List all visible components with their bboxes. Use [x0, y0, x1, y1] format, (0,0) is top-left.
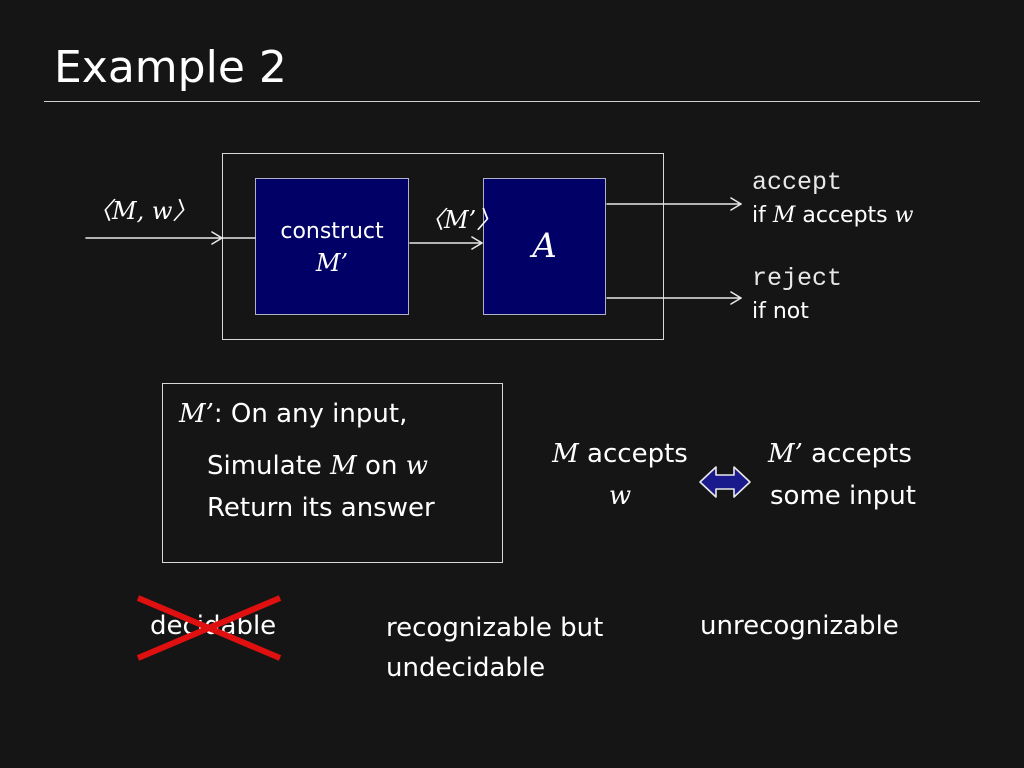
slide-title: Example 2: [54, 42, 287, 93]
reduction-machine-box: [222, 153, 664, 340]
double-arrow-icon: [699, 466, 751, 498]
step1-var: w: [405, 451, 428, 481]
accept-output-label: accept: [752, 168, 843, 197]
description-step-simulate: Simulate M on w: [207, 448, 428, 484]
description-machine: M’: [179, 399, 214, 429]
construct-machine-label: M’: [315, 249, 349, 277]
accept-condition-machine: M: [772, 203, 796, 228]
machine-description-box: [162, 383, 503, 563]
equivalence-right-statement: M’ accepts: [768, 436, 912, 472]
equivalence-left-statement: M accepts: [540, 436, 700, 472]
category-recognizable-line1: recognizable but: [386, 613, 604, 643]
construct-label: construct: [280, 219, 384, 244]
encoded-machine-label: 〈M’〉: [420, 206, 501, 234]
category-recognizable-undecidable: recognizable but undecidable: [386, 608, 646, 688]
accept-condition-var: w: [894, 203, 914, 228]
description-title-rest: : On any input,: [213, 399, 408, 429]
machine-description-title: M’: On any input,: [179, 396, 407, 432]
decider-label: A: [532, 226, 557, 266]
construct-to-decider-arrow: [409, 236, 483, 250]
reject-arrow: [606, 291, 742, 305]
decider-box: [483, 178, 606, 315]
step1-mid: on: [356, 451, 406, 481]
reject-output-label: reject: [752, 264, 843, 293]
step1-machine: M: [330, 451, 357, 481]
description-step-return: Return its answer: [207, 493, 435, 523]
equivalence-right-line2: some input: [770, 481, 916, 511]
input-arrow: [85, 231, 223, 245]
accept-condition-suffix: accepts: [795, 203, 895, 228]
category-unrecognizable: unrecognizable: [700, 611, 899, 641]
step1-prefix: Simulate: [207, 451, 331, 481]
equivalence-left-var: w: [608, 481, 632, 511]
accept-condition-prefix: if: [752, 203, 773, 228]
cross-out-icon: [136, 595, 282, 661]
reject-condition: if not: [752, 299, 809, 324]
diagram-arrows: [85, 197, 742, 305]
accept-condition: if M accepts w: [752, 201, 913, 231]
right-machine: M’: [768, 439, 803, 469]
left-text: accepts: [578, 439, 688, 469]
construct-box: [255, 178, 409, 315]
left-machine: M: [552, 439, 579, 469]
input-label: 〈M, w〉: [88, 197, 197, 225]
category-recognizable-line2: undecidable: [386, 653, 546, 683]
accept-arrow: [606, 197, 742, 211]
right-text: accepts: [802, 439, 912, 469]
title-divider: [44, 101, 980, 102]
